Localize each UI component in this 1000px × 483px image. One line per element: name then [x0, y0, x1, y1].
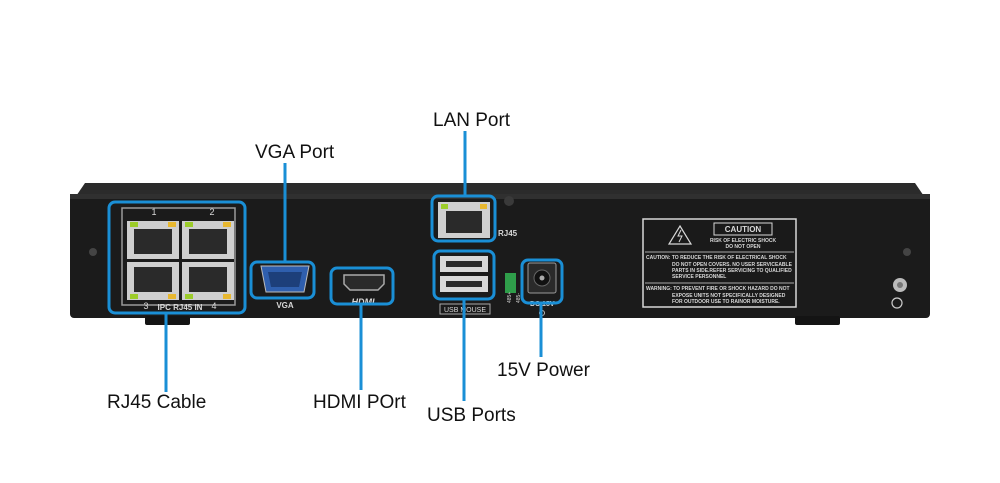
warning-triangle-icon: [667, 224, 693, 245]
caution-body-line: SERVICE PERSONNEL: [672, 274, 726, 280]
lightning-icon: [677, 229, 683, 243]
hdmi-port: HDMI: [343, 274, 385, 307]
rj45-in-label: IPC RJ45 IN: [158, 303, 203, 312]
vga-port-callout: VGA Port: [255, 142, 335, 163]
port-led: [168, 222, 176, 227]
screw-top: [504, 196, 514, 206]
hdmi-port-callout: HDMI POrt: [313, 392, 406, 413]
risk-line-1: RISK OF ELECTRIC SHOCK: [710, 238, 777, 244]
vga-label: VGA: [276, 301, 294, 310]
caution-label: CAUTION RISK OF ELECTRIC SHOCK DO NOT OP…: [642, 218, 797, 308]
port-led: [480, 204, 487, 209]
vga-port: VGA: [260, 265, 310, 310]
rj45-port: [182, 262, 234, 300]
port-number-2: 2: [209, 207, 214, 217]
lan-port-callout: LAN Port: [433, 110, 511, 131]
port-led: [130, 222, 138, 227]
ground-terminal: [891, 278, 907, 309]
hdmi-logo: HDMI: [352, 297, 375, 307]
port-led: [223, 294, 231, 299]
usb-ports-callout: USB Ports: [427, 405, 516, 426]
rj45-port-group: 1 2 3 4 IPC RJ45 IN: [121, 207, 236, 312]
port-number-1: 1: [151, 207, 156, 217]
port-led: [185, 222, 193, 227]
rj45-port: [127, 262, 179, 300]
port-led: [441, 204, 448, 209]
port-number-4: 4: [211, 301, 216, 311]
port-led: [168, 294, 176, 299]
caution-title: CAUTION: [725, 225, 762, 234]
alarm-label-plus: 485+: [507, 292, 513, 303]
lan-label: RJ45: [498, 229, 518, 238]
caution-body-line: CAUTION: TO REDUCE THE RISK OF ELECTRICA…: [646, 255, 787, 261]
vga-highlight-box: [249, 260, 316, 300]
rj45-cable-callout: RJ45 Cable: [107, 392, 207, 413]
port-led: [223, 222, 231, 227]
warning-body-line: FOR OUTDOOR USE TO RAINOR MOISTURE.: [672, 299, 780, 305]
alarm-terminal: 485+ 485-: [505, 273, 522, 303]
rj45-port: [182, 221, 234, 259]
alarm-label-minus: 485-: [516, 293, 522, 303]
screw-right: [903, 248, 911, 256]
lan-port: RJ45: [438, 202, 518, 238]
rj45-highlight-box: [107, 200, 247, 315]
ground-icon: [891, 297, 903, 309]
rj45-port: [127, 221, 179, 259]
port-led: [130, 294, 138, 299]
warning-body-line: WARNING: TO PREVENT FIRE OR SHOCK HAZARD…: [646, 286, 790, 292]
screw-left: [89, 248, 97, 256]
power-callout: 15V Power: [497, 360, 590, 381]
port-number-3: 3: [143, 301, 148, 311]
warning-body-line: EXPOSE UNITS NOT SPECIFICALLY DESIGNED: [672, 293, 786, 299]
caution-body-line: PARTS IN SIDE.REFER SERVICING TO QUALIFI…: [672, 268, 792, 274]
risk-line-2: DO NOT OPEN: [725, 244, 760, 250]
caution-body-line: DO NOT OPEN COVERS. NO USER SERVICEABLE: [672, 262, 793, 268]
port-led: [185, 294, 193, 299]
